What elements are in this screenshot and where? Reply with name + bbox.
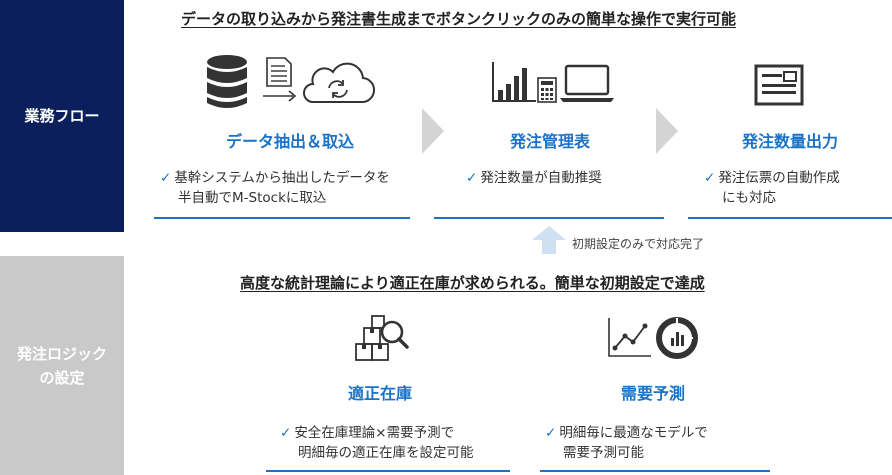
section-label-line2: の設定 [39,368,85,387]
logic-desc-optimal-stock: ✓安全在庫理論×需要予測で 明細毎の適正在庫を設定可能 [280,423,474,463]
step-desc-order-output: ✓発注伝票の自動作成 にも対応 [704,168,840,208]
step-title-order-table: 発注管理表 [509,132,590,151]
chevron-right-icon [656,108,678,154]
arrow-right-icon [263,90,297,102]
laptop-icon [560,64,614,102]
data-import-icon [207,55,375,108]
check-icon: ✓ [545,425,557,441]
document-icon [266,57,292,87]
logic-title-demand-forecast: 需要予測 [620,384,685,403]
logic-headline: 高度な統計理論により適正在庫が求められる。簡単な初期設定で達成 [240,274,705,292]
cloud-sync-icon [303,62,375,104]
desc-line: 発注数量が自動推奨 [480,170,602,186]
divider [540,470,770,472]
divider [154,217,410,219]
desc-line: 発注伝票の自動作成 [718,170,840,186]
step-title-order-output: 発注数量出力 [741,132,838,151]
order-management-icon [492,62,614,103]
section-label-order-logic: 発注ロジック の設定 [0,256,124,475]
divider [266,470,510,472]
chevron-right-icon [422,108,444,154]
order-slip-icon [754,64,804,106]
demand-forecast-icon [608,317,698,359]
desc-line: にも対応 [722,190,776,206]
desc-line: 明細毎に最適なモデルで [559,425,708,441]
step-desc-data-import: ✓基幹システムから抽出したデータを 半自動でM-Stockに取込 [160,168,390,208]
desc-line: 明細毎の適正在庫を設定可能 [298,445,474,461]
logic-title-optimal-stock: 適正在庫 [347,384,412,403]
step-desc-order-table: ✓発注数量が自動推奨 [466,168,602,188]
desc-line: 需要予測可能 [563,445,644,461]
step-title-data-import: データ抽出＆取込 [225,132,354,151]
check-icon: ✓ [466,170,478,186]
divider [688,217,892,219]
desc-line: 安全在庫理論×需要予測で [294,425,455,441]
section-label-text: 業務フロー [24,107,100,125]
check-icon: ✓ [704,170,716,186]
arrow-up-icon [532,226,566,254]
desc-line: 半自動でM-Stockに取込 [178,190,327,206]
logic-desc-demand-forecast: ✓明細毎に最適なモデルで 需要予測可能 [545,423,708,463]
inventory-search-icon [355,315,409,361]
flow-headline: データの取り込みから発注書生成までボタンクリックのみの簡単な操作で実行可能 [181,10,737,28]
calculator-icon [537,77,557,103]
check-icon: ✓ [280,425,292,441]
check-icon: ✓ [160,170,172,186]
setup-note: 初期設定のみで対応完了 [572,237,705,251]
line-chart-icon [608,318,651,357]
bar-chart-icon [492,62,536,102]
desc-line: 基幹システムから抽出したデータを [174,170,390,186]
donut-chart-icon [656,317,698,359]
section-label-business-flow: 業務フロー [0,0,124,232]
section-label-line1: 発注ロジック [16,344,107,363]
divider [434,217,664,219]
